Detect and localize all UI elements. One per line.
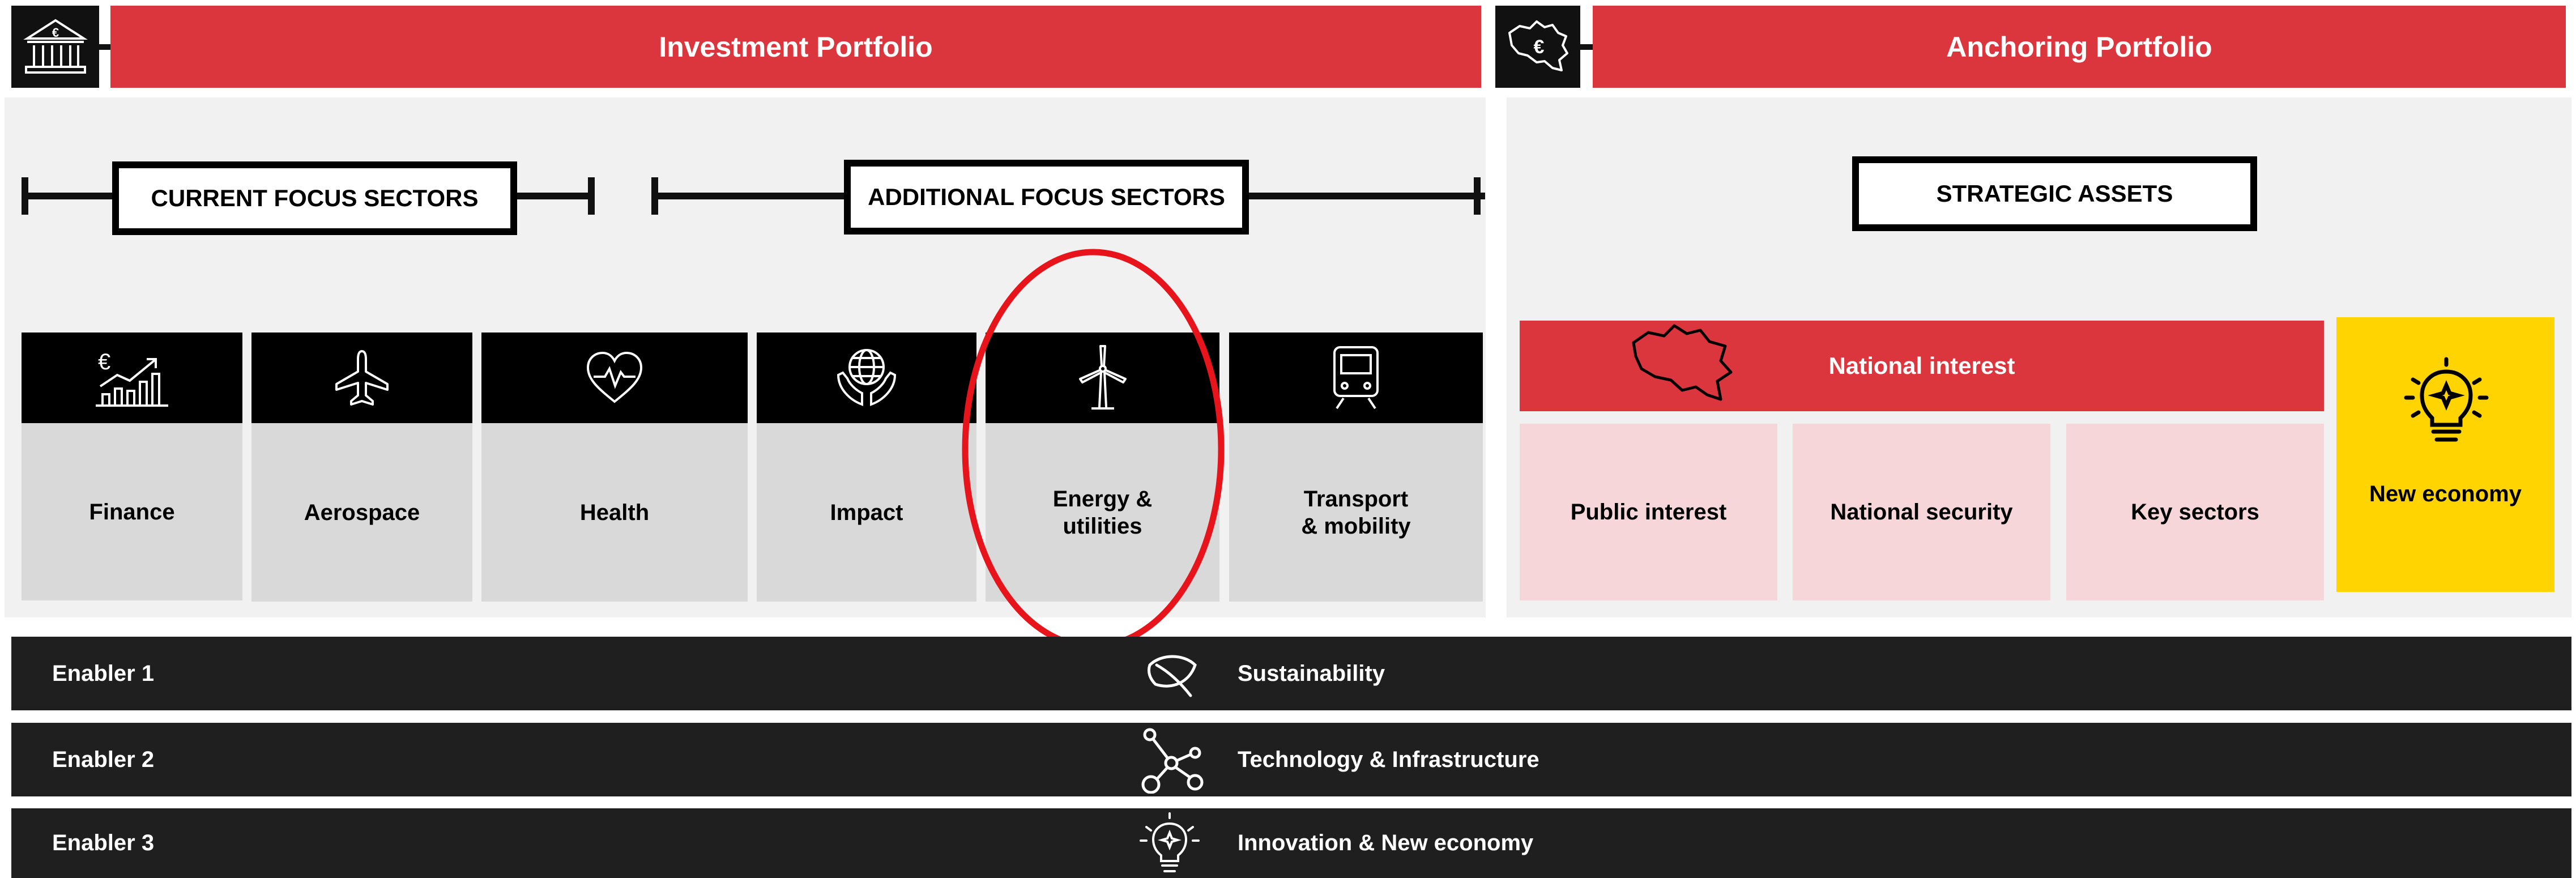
aerospace-label: Aerospace bbox=[304, 500, 420, 525]
energy-utilities-highlight-ring bbox=[962, 249, 1225, 650]
enabler-bar-3: Enabler 3 Innovation & New economy bbox=[11, 808, 2571, 878]
investment-portfolio-banner: Investment Portfolio bbox=[110, 6, 1481, 88]
airplane-icon bbox=[335, 350, 389, 406]
belgium-map-icon bbox=[1632, 324, 1733, 401]
enabler-1-text: Sustainability bbox=[1238, 660, 1385, 686]
health-label-cell: Health bbox=[481, 423, 748, 602]
sector-card-health: Health bbox=[481, 333, 748, 602]
new-economy-box: New economy bbox=[2336, 317, 2554, 592]
enabler-3-icon-wrap bbox=[1138, 808, 1201, 878]
enabler-3-label: Enabler 3 bbox=[52, 830, 155, 855]
anchoring-portfolio-banner: Anchoring Portfolio bbox=[1593, 6, 2566, 88]
globe-hands-icon bbox=[837, 348, 897, 406]
enabler-bar-1: Enabler 1 Sustainability bbox=[11, 637, 2571, 710]
additional-focus-sectors-label: ADDITIONAL FOCUS SECTORS bbox=[844, 160, 1249, 235]
heart-pulse-icon bbox=[586, 351, 643, 403]
finance-chart-icon: € bbox=[96, 350, 168, 407]
energy-icon-cell bbox=[986, 333, 1219, 423]
health-label: Health bbox=[579, 500, 650, 525]
national-security-label: National security bbox=[1830, 499, 2013, 525]
current-focus-sectors-label: CURRENT FOCUS SECTORS bbox=[112, 161, 517, 235]
svg-text:€: € bbox=[52, 25, 58, 40]
lightbulb-icon bbox=[2404, 357, 2489, 442]
sector-card-aerospace: Aerospace bbox=[251, 333, 472, 602]
key-sectors-label: Key sectors bbox=[2131, 499, 2259, 525]
finance-label-cell: Finance bbox=[22, 423, 242, 600]
bank-euro-icon: € bbox=[23, 19, 88, 74]
energy-label-cell: Energy & utilities bbox=[986, 423, 1219, 602]
lightbulb-icon bbox=[1140, 812, 1200, 872]
additional-bracket-right-tick bbox=[1474, 177, 1481, 215]
national-interest-bar: National interest bbox=[1520, 321, 2324, 411]
svg-text:€: € bbox=[1534, 36, 1545, 58]
enabler-1-label: Enabler 1 bbox=[52, 660, 155, 686]
national-security-box: National security bbox=[1793, 424, 2050, 600]
impact-label: Impact bbox=[830, 500, 903, 525]
sector-card-energy-utilities: Energy & utilities bbox=[986, 333, 1219, 602]
current-bracket-right-tick bbox=[588, 177, 595, 215]
enabler-2-text: Technology & Infrastructure bbox=[1238, 747, 1539, 772]
svg-text:€: € bbox=[98, 350, 110, 374]
anchoring-portfolio-icon-box: € bbox=[1495, 6, 1580, 88]
enabler-bar-2: Enabler 2 Technology & Infrastructure bbox=[11, 723, 2571, 796]
transport-label-cell: Transport & mobility bbox=[1229, 423, 1483, 602]
transport-icon-cell bbox=[1229, 333, 1483, 423]
enabler-1-icon-wrap bbox=[1138, 637, 1206, 710]
aerospace-icon-cell bbox=[251, 333, 472, 423]
anchoring-header-connector bbox=[1580, 44, 1594, 50]
impact-label-cell: Impact bbox=[757, 423, 976, 602]
finance-label: Finance bbox=[89, 499, 175, 525]
sector-card-impact: Impact bbox=[757, 333, 976, 602]
belgium-map-euro-icon: € bbox=[1508, 20, 1568, 71]
transport-mobility-label: Transport & mobility bbox=[1301, 486, 1411, 539]
investment-portfolio-icon-box: € bbox=[11, 6, 99, 88]
energy-utilities-label: Energy & utilities bbox=[1052, 486, 1153, 539]
sector-card-transport-mobility: Transport & mobility bbox=[1229, 333, 1483, 602]
investment-header-connector bbox=[99, 44, 113, 50]
health-icon-cell bbox=[481, 333, 748, 423]
wind-turbine-icon bbox=[1078, 345, 1127, 410]
national-interest-label: National interest bbox=[1828, 352, 2015, 379]
network-nodes-icon bbox=[1141, 728, 1204, 794]
aerospace-label-cell: Aerospace bbox=[251, 423, 472, 602]
impact-icon-cell bbox=[757, 333, 976, 423]
key-sectors-box: Key sectors bbox=[2066, 424, 2324, 600]
sector-card-finance: € Finance bbox=[22, 333, 242, 600]
new-economy-label: New economy bbox=[2369, 481, 2522, 506]
strategic-assets-label: STRATEGIC ASSETS bbox=[1852, 156, 2257, 231]
leaf-icon bbox=[1147, 655, 1197, 697]
enabler-3-text: Innovation & New economy bbox=[1238, 830, 1534, 855]
public-interest-box: Public interest bbox=[1520, 424, 1777, 600]
public-interest-label: Public interest bbox=[1570, 499, 1727, 525]
enabler-2-icon-wrap bbox=[1138, 723, 1206, 796]
train-icon bbox=[1333, 346, 1379, 410]
finance-icon-cell: € bbox=[22, 333, 242, 423]
enabler-2-label: Enabler 2 bbox=[52, 747, 155, 772]
